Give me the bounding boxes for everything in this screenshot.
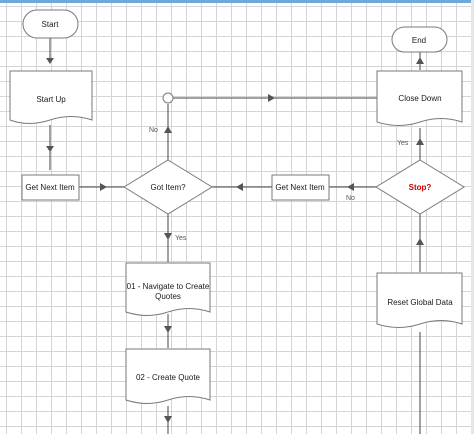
reset-global-data-label: Reset Global Data — [387, 298, 453, 307]
start-up-step[interactable] — [9, 70, 93, 124]
get-next-item-right-step[interactable] — [271, 174, 330, 201]
edge-label-no-gotitem: No — [149, 127, 158, 134]
top-border — [0, 0, 474, 3]
arrowhead — [416, 57, 424, 64]
get-next-item-left-step[interactable] — [21, 174, 80, 201]
end-label: End — [412, 36, 426, 45]
arrowhead — [236, 183, 243, 191]
navigate-label-line1: 01 - Navigate to Create — [127, 282, 210, 291]
arrowhead — [164, 326, 172, 333]
start-up-label: Start Up — [36, 95, 66, 104]
stop-label: Stop? — [409, 183, 432, 192]
arrowhead — [164, 233, 172, 240]
navigate-step[interactable] — [125, 262, 211, 316]
end-terminator[interactable] — [391, 26, 448, 53]
arrowhead — [164, 416, 172, 423]
arrowhead — [347, 183, 354, 191]
edge-label-yes-gotitem: Yes — [175, 235, 187, 242]
create-quote-label: 02 - Create Quote — [136, 373, 201, 382]
stop-decision[interactable] — [375, 159, 465, 215]
arrowhead — [416, 238, 424, 245]
junction-node[interactable] — [162, 92, 174, 104]
arrowhead — [164, 126, 172, 133]
start-terminator[interactable] — [22, 9, 79, 39]
get-next-item-right-label: Get Next Item — [275, 183, 325, 192]
got-item-decision[interactable] — [123, 159, 213, 215]
arrowhead — [46, 58, 54, 64]
edge-label-no-stop: No — [346, 195, 355, 202]
get-next-item-left-label: Get Next Item — [25, 183, 75, 192]
create-quote-step[interactable] — [125, 348, 211, 404]
arrowhead — [100, 183, 107, 191]
connectors — [46, 38, 424, 434]
start-label: Start — [42, 20, 60, 29]
edge-label-yes-stop: Yes — [397, 140, 409, 147]
arrowhead — [46, 146, 54, 152]
navigate-label-line2: Quotes — [155, 292, 181, 301]
arrowhead — [268, 94, 275, 102]
close-down-label: Close Down — [398, 94, 441, 103]
right-scroll-edge — [471, 0, 474, 434]
arrowhead — [416, 138, 424, 145]
reset-global-data-step[interactable] — [376, 272, 463, 328]
close-down-step[interactable] — [376, 70, 463, 126]
got-item-label: Got Item? — [150, 183, 186, 192]
